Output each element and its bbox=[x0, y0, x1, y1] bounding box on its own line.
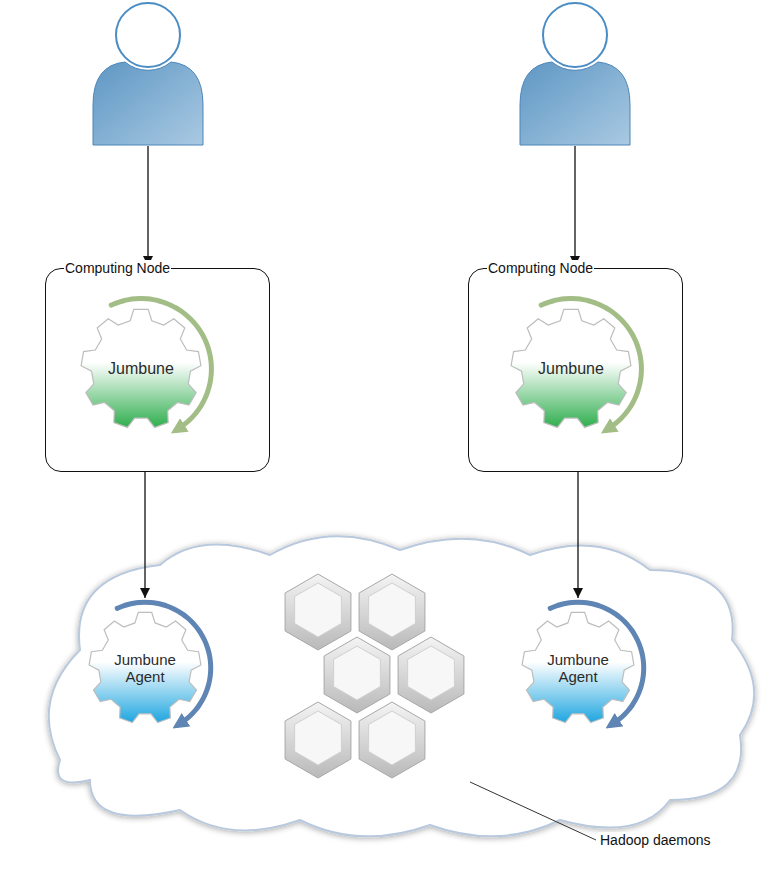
user-icon bbox=[520, 3, 630, 145]
gear-shape bbox=[89, 612, 201, 722]
hexagon bbox=[359, 574, 425, 650]
user-arrow bbox=[574, 146, 575, 266]
hexagon bbox=[398, 637, 464, 713]
hadoop-daemon-hexagons bbox=[285, 574, 464, 778]
gear-shape bbox=[511, 309, 631, 427]
gear-shape bbox=[522, 612, 634, 722]
computing-node-box: Computing NodeJumbune bbox=[468, 268, 683, 472]
gear-node: Jumbune Agent bbox=[75, 598, 215, 738]
component-name: Jumbune Agent bbox=[539, 651, 617, 686]
callout-label: Hadoop daemons bbox=[598, 832, 713, 848]
hexagon bbox=[359, 702, 425, 778]
hexagon-face bbox=[369, 583, 416, 637]
hexagon-face bbox=[295, 583, 342, 637]
hexagon bbox=[285, 574, 351, 650]
leader-line bbox=[470, 782, 596, 840]
component-name: Jumbune bbox=[538, 360, 604, 378]
user-icon bbox=[93, 3, 203, 145]
component-name: Jumbune Agent bbox=[106, 651, 184, 686]
hexagon-face bbox=[369, 711, 416, 765]
component-name: Jumbune bbox=[108, 360, 174, 378]
user-arrow bbox=[147, 146, 148, 266]
gear-node: Jumbune Agent bbox=[508, 598, 648, 738]
gear-node: Jumbune bbox=[66, 294, 216, 444]
hexagon-face bbox=[408, 646, 455, 700]
gear-node: Jumbune bbox=[496, 294, 646, 444]
hexagon-face bbox=[295, 711, 342, 765]
connector-arrow bbox=[144, 472, 145, 598]
hexagon-face bbox=[334, 646, 381, 700]
node-title: Computing Node bbox=[487, 260, 594, 276]
cloud-outline bbox=[49, 536, 754, 836]
connector-arrow bbox=[577, 472, 578, 598]
gear-shape bbox=[81, 309, 201, 427]
node-title: Computing Node bbox=[64, 260, 171, 276]
hexagon bbox=[285, 702, 351, 778]
hexagon bbox=[324, 637, 390, 713]
computing-node-box: Computing NodeJumbune bbox=[45, 268, 270, 472]
